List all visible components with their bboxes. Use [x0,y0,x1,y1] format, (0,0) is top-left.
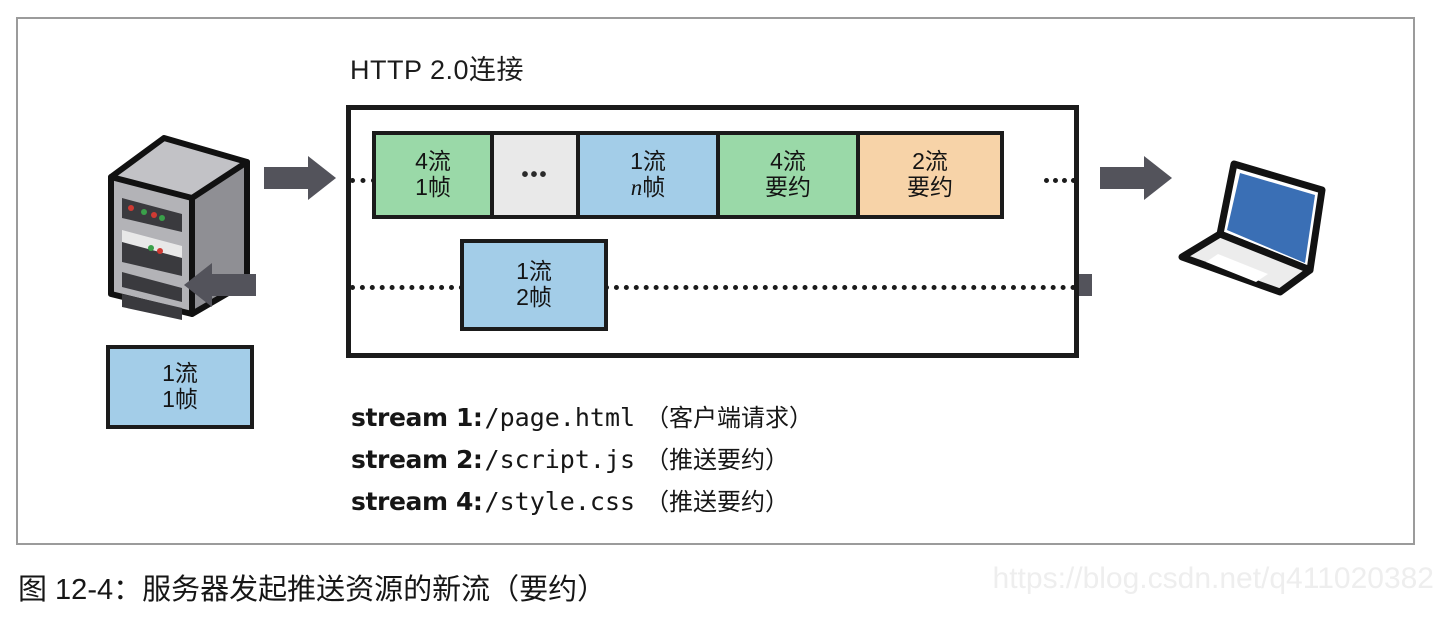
watermark: https://blog.csdn.net/q411020382 [992,562,1434,595]
ellipsis-icon: ••• [521,164,549,186]
dotline-downstream-right [604,285,1076,290]
dotline-downstream-left [350,285,464,290]
stream-legend-item: stream 2: /script.js （推送要约） [351,440,813,475]
frame-line-1: 1流 [162,360,198,387]
frame-line-1: 1流 [516,258,552,285]
frame-line-2: 1帧 [162,386,198,412]
arrow-head [308,156,336,200]
stream-label: stream 2: [351,445,483,474]
frame-line-2: n帧 [630,174,666,200]
frame-cell-4stream-promise[interactable]: 4流 要约 [720,135,860,215]
stream-note: （推送要约） [645,489,790,516]
upstream-frame-row: 4流 1帧 ••• 1流 n帧 4流 要约 2流 要约 [372,131,1004,219]
frame-line-1: 1流 [630,148,666,175]
frame-line-2: 1帧 [415,174,451,200]
frame-cell-ellipsis: ••• [494,135,580,215]
frame-cell-4stream-1frame[interactable]: 4流 1帧 [376,135,494,215]
frame-line-2: 要约 [765,174,811,200]
stream-path: /page.html [484,403,636,432]
frame-line-1: 4流 [770,148,806,175]
stream-path: /style.css [484,487,636,516]
stream-legend-item: stream 1: /page.html （客户端请求） [351,398,813,433]
arrow-shaft [1100,167,1146,189]
stream-legend: stream 1: /page.html （客户端请求） stream 2: /… [351,398,813,524]
dotline-upstream-left [350,178,376,183]
diagram-title: HTTP 2.0连接 [350,55,525,85]
frame-line-1: 2流 [912,148,948,175]
arrow-shaft [210,274,256,296]
arrow-head [1144,156,1172,200]
laptop-icon [1172,142,1342,297]
stream-label: stream 4: [351,487,483,516]
stream-path: /script.js [484,445,636,474]
legend-frame-box[interactable]: 1流 1帧 [106,345,254,429]
frame-cell-1stream-nframe[interactable]: 1流 n帧 [580,135,720,215]
frame-cell-2stream-promise[interactable]: 2流 要约 [860,135,1000,215]
stream-legend-item: stream 4: /style.css （推送要约） [351,482,813,517]
figure-caption: 图 12-4：服务器发起推送资源的新流（要约） [18,574,607,606]
stream-label: stream 1: [351,403,483,432]
stream-note: （推送要约） [645,447,790,474]
stream-note: （客户端请求） [645,405,814,432]
frame-line-2: 要约 [907,174,953,200]
frame-line-2: 2帧 [516,284,552,310]
arrow-shaft [264,167,310,189]
frame-line-2-suffix: 帧 [642,174,666,200]
dotline-upstream-right [1044,178,1076,183]
arrow-head [184,263,212,307]
downstream-frame-box[interactable]: 1流 2帧 [460,239,608,331]
frame-line-1: 4流 [415,148,451,175]
